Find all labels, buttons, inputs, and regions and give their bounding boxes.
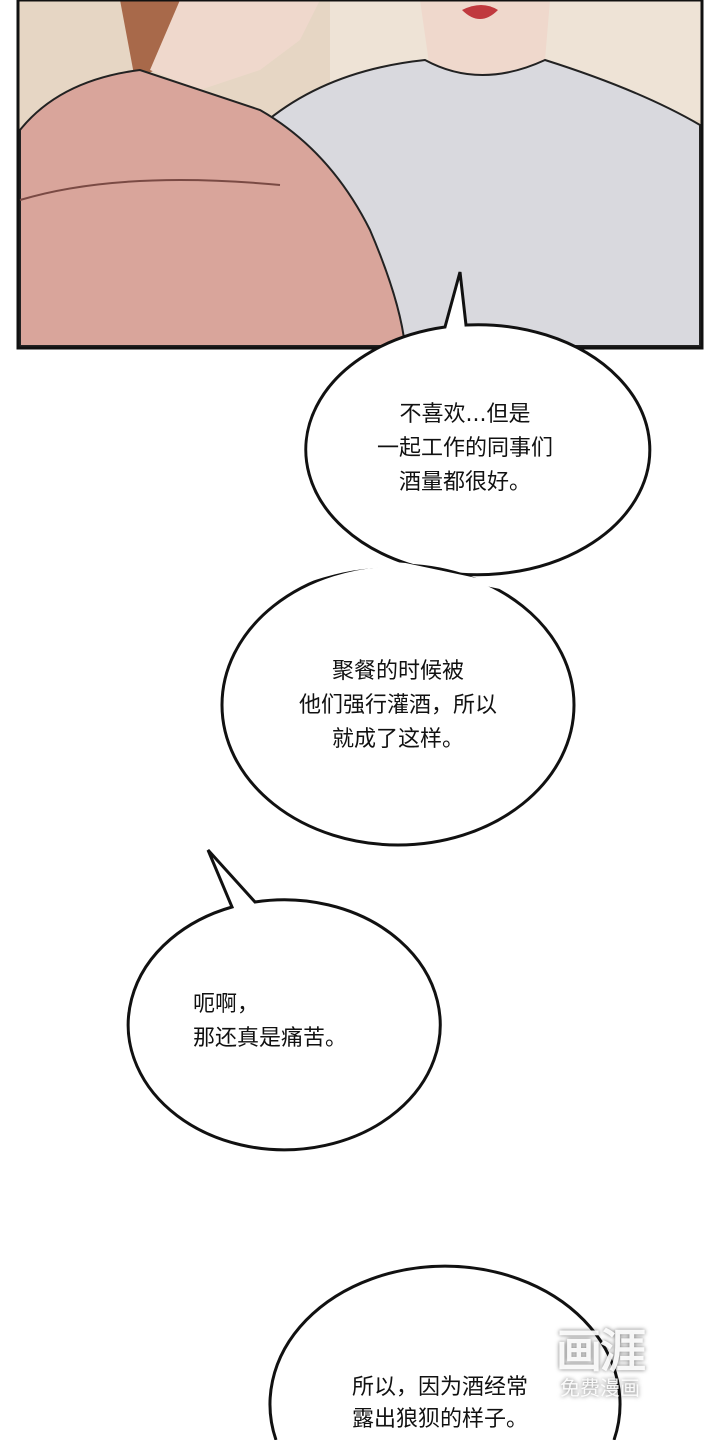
dialogue-line: 酒量都很好。 <box>398 470 532 495</box>
speech-bubble-3 <box>126 848 442 1152</box>
dialogue-line: 一起工作的同事们 <box>376 436 554 461</box>
speech-bubble-4 <box>268 1264 622 1440</box>
dialogue-line: 那还真是痛苦。 <box>192 1026 348 1051</box>
dialogue-line: 就成了这样。 <box>331 727 465 752</box>
comic-panel <box>16 0 704 350</box>
bubble-2-text: 聚餐的时候被 他们强行灌酒，所以 就成了这样。 <box>299 655 497 757</box>
dialogue-line: 他们强行灌酒，所以 <box>298 693 498 718</box>
dialogue-line: 呃啊， <box>192 992 260 1017</box>
watermark-logo: 画涯 免费漫画 <box>540 1326 660 1400</box>
dialogue-line: 聚餐的时候被 <box>331 659 465 684</box>
watermark-logo-text: 画涯 <box>556 1324 646 1378</box>
bubble-1-text: 不喜欢...但是 一起工作的同事们 酒量都很好。 <box>377 398 553 500</box>
watermark-tagline: 免费漫画 <box>560 1376 640 1400</box>
dialogue-line: 露出狼狈的样子。 <box>351 1407 529 1432</box>
dialogue-line: 不喜欢...但是 <box>399 402 531 427</box>
bubble-3-text: 呃啊， 那还真是痛苦。 <box>193 988 347 1056</box>
dialogue-line: 所以，因为酒经常 <box>351 1375 529 1400</box>
speech-bubble-1 <box>304 271 652 577</box>
bubble-4-text: 所以，因为酒经常 露出狼狈的样子。 <box>352 1372 528 1436</box>
